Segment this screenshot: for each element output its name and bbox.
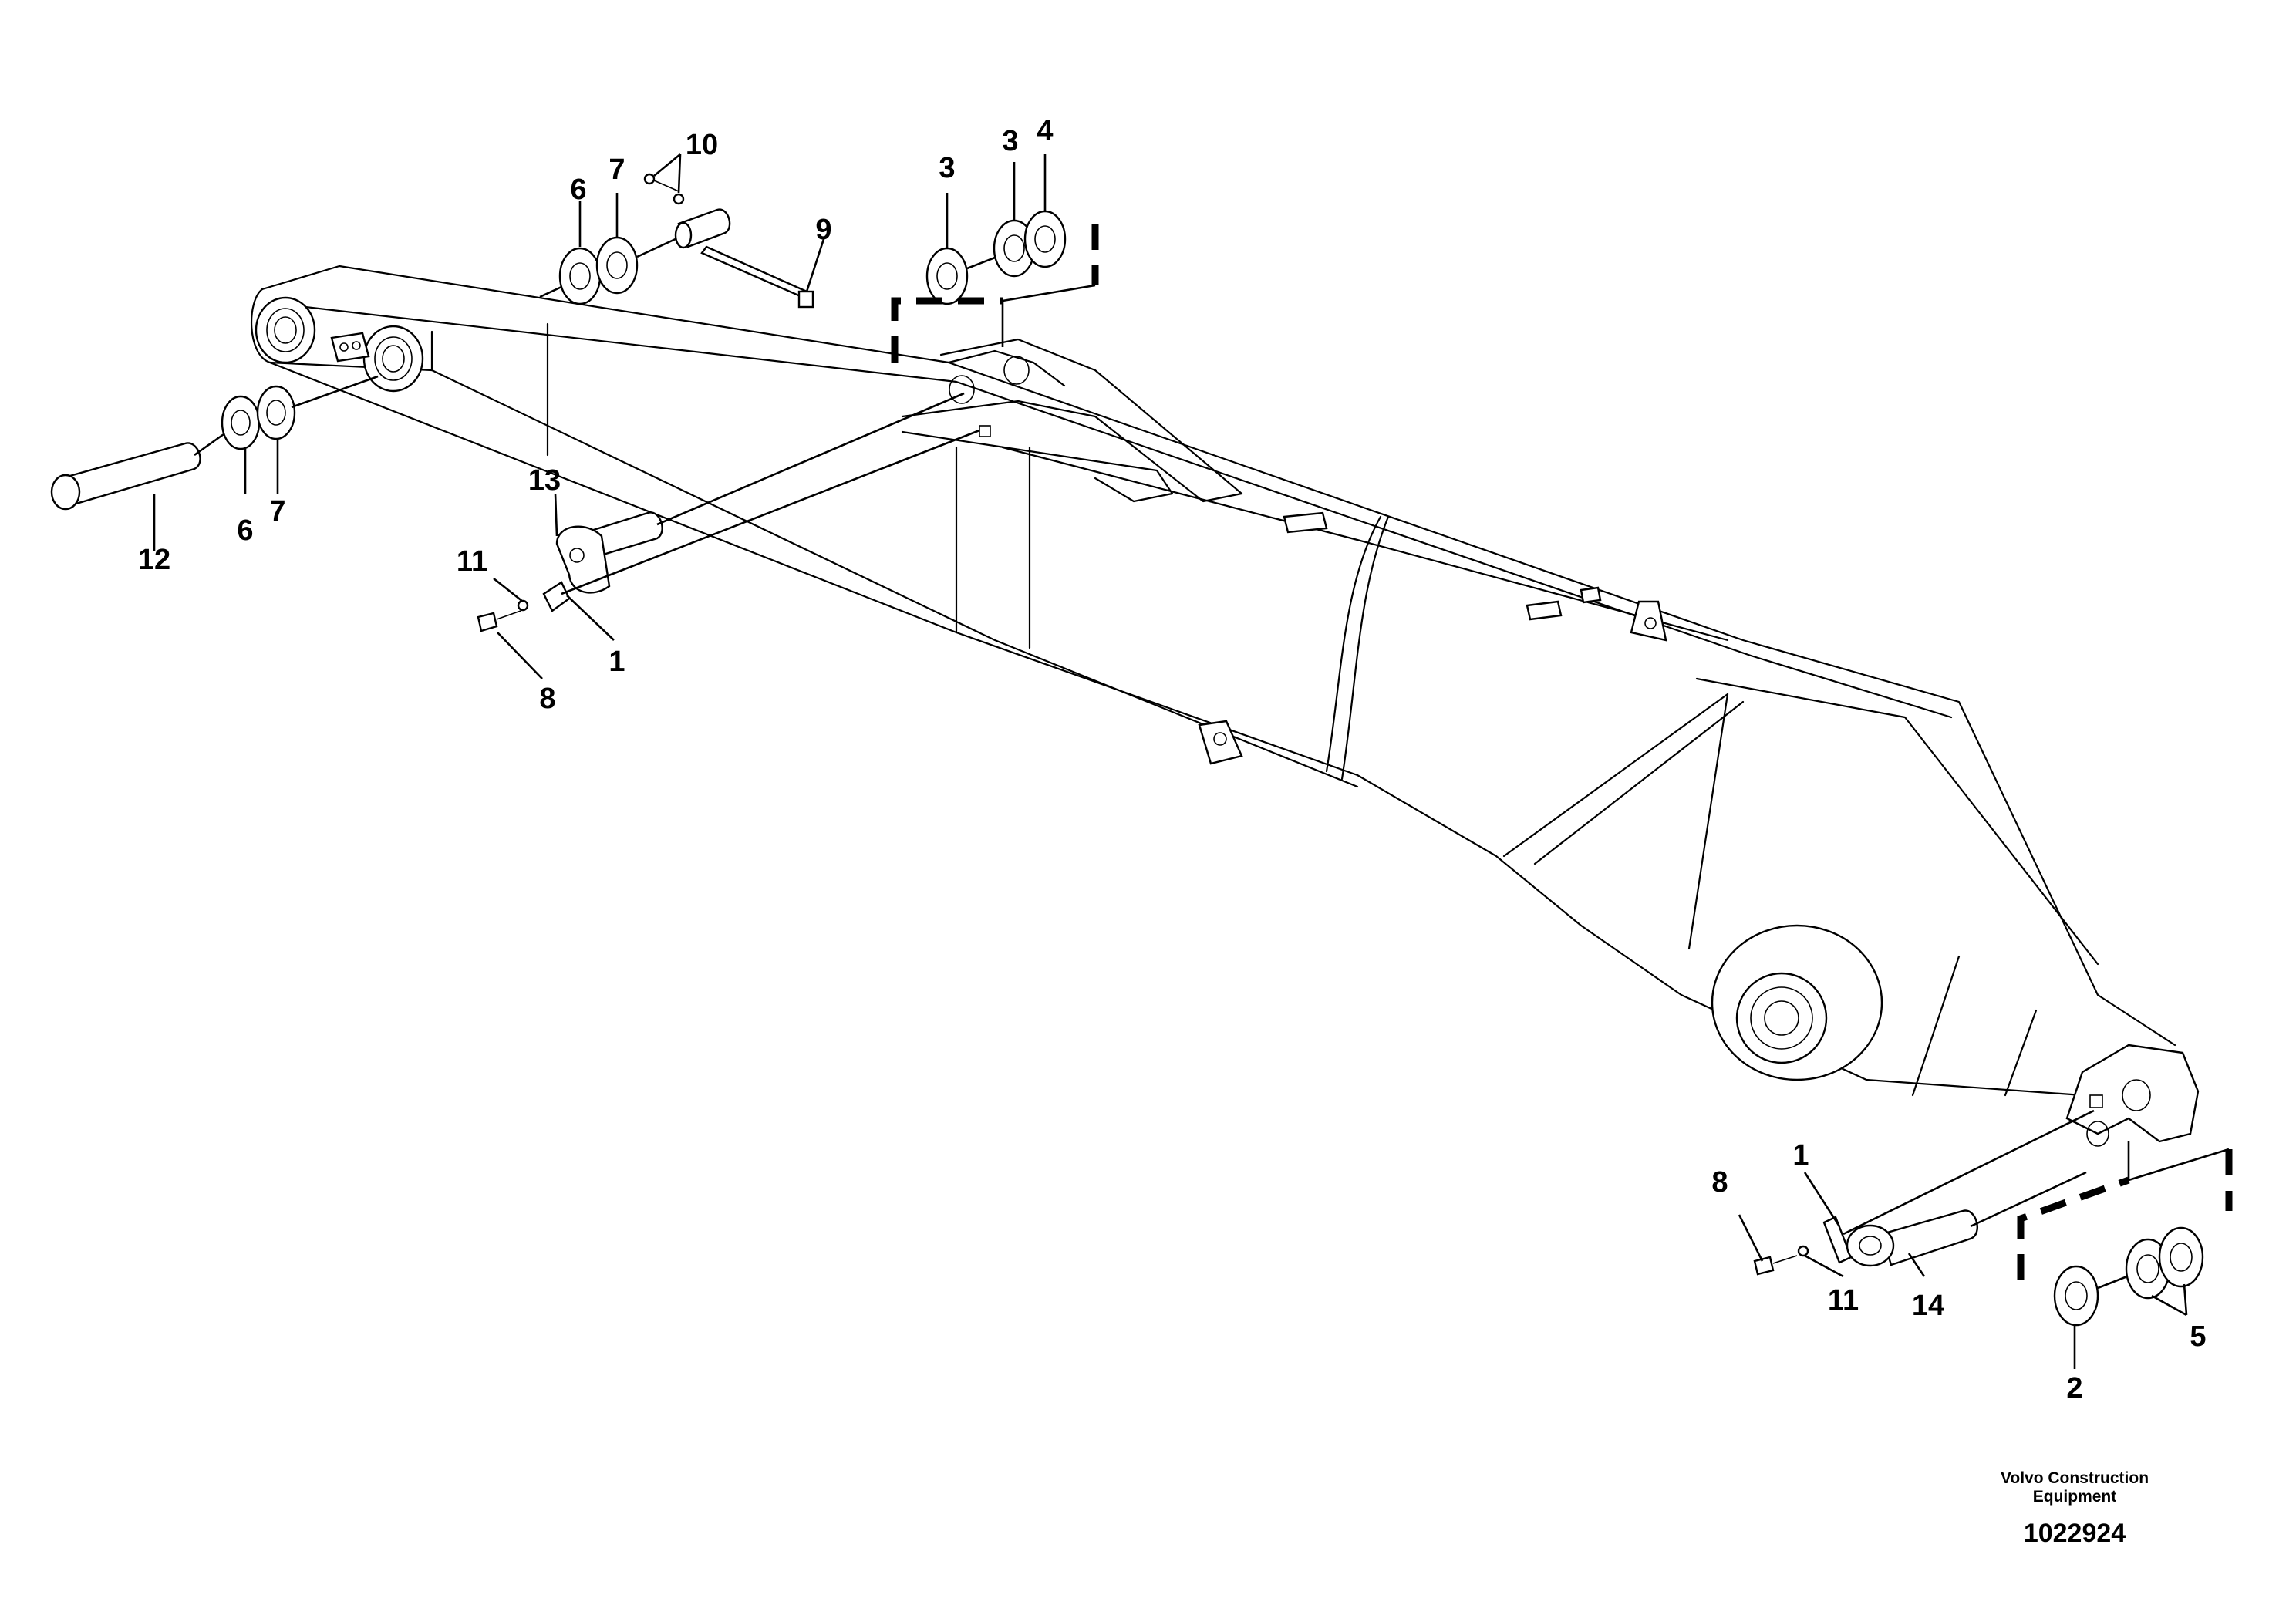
callout-6-upper: 6 [570, 174, 586, 206]
callout-1-upper: 1 [609, 646, 625, 678]
callout-9: 9 [815, 214, 831, 246]
callout-8-lower: 8 [1711, 1166, 1728, 1199]
boom-end-lugs [2065, 1044, 2200, 1147]
washer-7-lower [256, 385, 296, 440]
callout-3-left: 3 [939, 152, 955, 184]
callout-4: 4 [1037, 115, 1053, 147]
callout-8-upper: 8 [539, 683, 555, 715]
callout-7-lower: 7 [269, 495, 285, 528]
callout-10: 10 [686, 129, 718, 161]
pin-12 [60, 442, 201, 507]
washer-5b [2158, 1226, 2204, 1288]
document-number: 1022924 [2023, 1519, 2126, 1548]
brand-line-1: Volvo Construction [2000, 1469, 2149, 1487]
washer-6-upper [558, 247, 602, 305]
footer-brand: Volvo Construction Equipment 1022924 [1944, 1469, 2206, 1549]
washer-6-lower [221, 395, 261, 450]
washer-4 [1023, 210, 1067, 268]
callout-6-lower: 6 [237, 514, 253, 547]
callout-11-lower: 11 [1828, 1284, 1859, 1317]
callout-11-upper: 11 [457, 545, 487, 578]
callout-7-upper: 7 [609, 153, 625, 186]
callout-2: 2 [2066, 1372, 2082, 1404]
boom-structure [251, 265, 2176, 1097]
bolt-9 [700, 245, 808, 298]
washer-7-upper [595, 236, 639, 295]
callout-labels: 12 6 7 6 7 10 9 3 3 4 13 11 1 8 1 8 11 1… [138, 115, 2207, 1404]
plate-1 [542, 581, 571, 612]
callout-3-right: 3 [1002, 125, 1018, 157]
callout-1-lower: 1 [1792, 1139, 1809, 1172]
washer-3a [925, 247, 969, 305]
callout-14: 14 [1912, 1290, 1944, 1322]
callout-5: 5 [2190, 1320, 2206, 1353]
pin-14 [1880, 1209, 1978, 1266]
boom-foot-bosses [255, 296, 424, 393]
boom-mid-lug [947, 349, 1066, 437]
washer-2 [2053, 1265, 2099, 1327]
boom-rear-boss [1711, 924, 1883, 1081]
brand-line-2: Equipment [2032, 1488, 2117, 1506]
exploded-parts [50, 153, 2233, 1369]
callout-13: 13 [528, 464, 561, 497]
pin-13 [585, 511, 663, 558]
callout-12: 12 [138, 544, 170, 576]
